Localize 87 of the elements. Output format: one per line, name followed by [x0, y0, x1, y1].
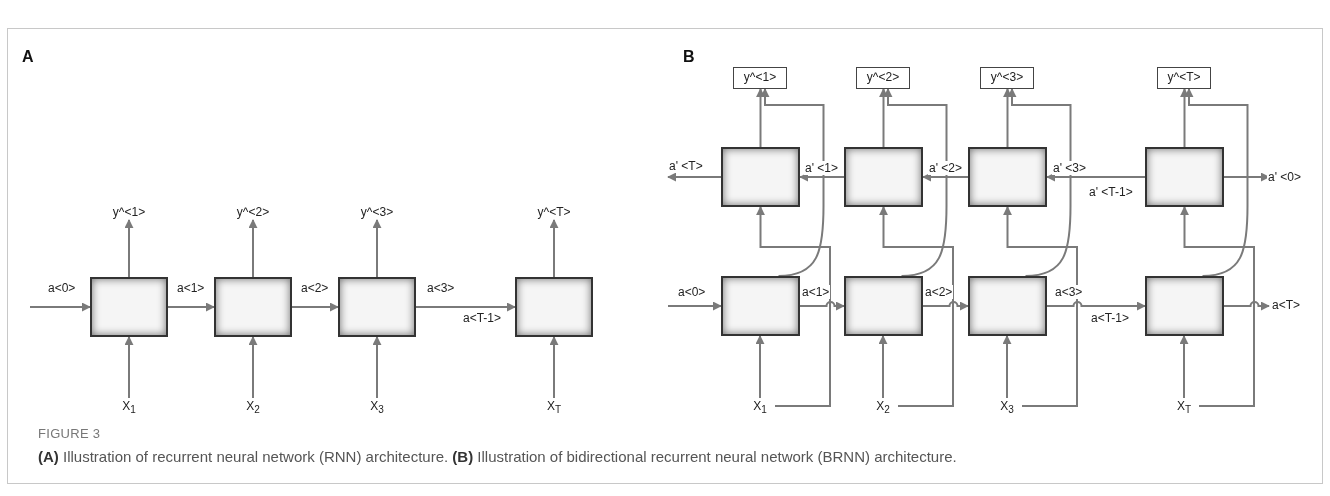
rnn-cell [844, 147, 923, 207]
arrow [291, 302, 339, 312]
arrow [1223, 172, 1270, 182]
edge-label: a<T> [1271, 298, 1302, 312]
arrow [549, 219, 559, 278]
rnn-cell [515, 277, 593, 337]
edge-label: a<2> [924, 285, 954, 299]
panel-letter: A [22, 48, 34, 66]
arrow [549, 336, 559, 399]
arrow [372, 336, 382, 399]
arrow [755, 335, 765, 399]
figure-label: FIGURE 3 [38, 426, 101, 441]
edge-label: a<0> [47, 281, 77, 295]
input-label: y^<1> [104, 204, 154, 220]
arrow [1002, 335, 1012, 399]
rnn-cell [1145, 147, 1224, 207]
input-label: X$_{T}$ [1169, 398, 1199, 414]
output-label: X$_{T}$ [539, 398, 569, 414]
arrow [667, 301, 722, 311]
input-label: X$_{3}$ [992, 398, 1022, 414]
output-label: y^<3> [980, 67, 1034, 89]
arrow [29, 302, 91, 312]
input-label: X$_{2}$ [868, 398, 898, 414]
arrow [756, 206, 831, 407]
edge-label: a<3> [1054, 285, 1084, 299]
input-label: y^<T> [529, 204, 579, 220]
arrow [1046, 301, 1146, 311]
arrow [1046, 172, 1146, 182]
arrow [878, 335, 888, 399]
arrow [879, 206, 954, 407]
rnn-cell [721, 147, 800, 207]
rnn-cell [214, 277, 292, 337]
arrow [756, 88, 765, 148]
input-label: y^<3> [352, 204, 402, 220]
rnn-cell [90, 277, 168, 337]
rnn-cell [968, 147, 1047, 207]
arrow [1184, 88, 1249, 277]
edge-label: a' <T> [668, 159, 704, 173]
input-label: X$_{1}$ [745, 398, 775, 414]
arrow [1180, 206, 1255, 407]
arrow [1007, 88, 1072, 277]
edge-label: a' <1> [804, 161, 839, 175]
rnn-cell [1145, 276, 1224, 336]
arrow [372, 219, 382, 278]
arrow [1003, 206, 1078, 407]
arrow [1223, 301, 1270, 311]
rnn-cell [968, 276, 1047, 336]
arrow [799, 172, 845, 182]
edge-label: a' <0> [1267, 170, 1302, 184]
rnn-cell [844, 276, 923, 336]
output-label: y^<1> [733, 67, 787, 89]
edge-label: a<0> [677, 285, 707, 299]
panel-letter: B [683, 48, 695, 66]
arrow [167, 302, 215, 312]
state-label: a<T-1> [462, 311, 503, 325]
arrow [879, 88, 888, 148]
input-label: y^<2> [228, 204, 278, 220]
arrow [124, 336, 134, 399]
arrow [799, 301, 845, 311]
arrow [1003, 88, 1012, 148]
output-label: y^<T> [1157, 67, 1211, 89]
edge-label: a' <3> [1052, 161, 1087, 175]
arrow [922, 301, 969, 311]
output-label: X$_{1}$ [114, 398, 144, 414]
output-label: X$_{2}$ [238, 398, 268, 414]
arrow [1179, 335, 1189, 399]
edge-label: a<1> [801, 285, 831, 299]
state-label: a' <T-1> [1088, 185, 1134, 199]
edge-label: a' <2> [928, 161, 963, 175]
rnn-cell [721, 276, 800, 336]
rnn-cell [338, 277, 416, 337]
arrow [1180, 88, 1189, 148]
edge-label: a<1> [176, 281, 206, 295]
arrow [248, 336, 258, 399]
output-label: y^<2> [856, 67, 910, 89]
state-label: a<T-1> [1090, 311, 1131, 325]
edge-label: a<2> [300, 281, 330, 295]
arrow [124, 219, 134, 278]
edge-label: a<3> [426, 281, 456, 295]
caption: (A) Illustration of recurrent neural network (RNN) architecture. (B) Illustration of bidirectional recurrent neural network (BRNN) architecture. [38, 448, 957, 465]
arrow [883, 88, 948, 277]
arrow [248, 219, 258, 278]
arrow [922, 172, 969, 182]
output-label: X$_{3}$ [362, 398, 392, 414]
arrow [667, 172, 722, 182]
arrow [760, 88, 825, 277]
arrow [415, 302, 516, 312]
